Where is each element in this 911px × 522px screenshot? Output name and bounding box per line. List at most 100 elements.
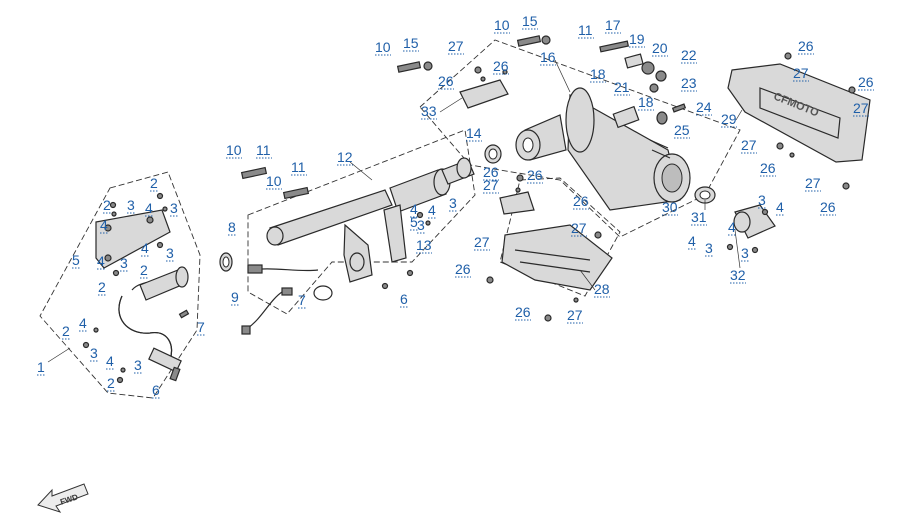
callout-number: 5 [72, 252, 80, 268]
callout-number: 26 [798, 38, 814, 54]
muffler-heat-shield [499, 191, 613, 291]
callout-number: 2 [140, 262, 148, 278]
callout-c22: 22 [681, 47, 697, 64]
callout-number: 3 [90, 345, 98, 361]
callout-c4i: 4 [688, 233, 696, 250]
callout-number: 1 [37, 359, 45, 375]
callout-c23: 23 [681, 75, 697, 92]
callout-number: 3 [134, 357, 142, 373]
callout-c17: 17 [605, 17, 621, 34]
callout-c21: 21 [614, 79, 630, 96]
callout-c4k: 4 [410, 201, 418, 218]
callout-number: 22 [681, 47, 697, 63]
callout-number: 2 [98, 279, 106, 295]
callout-number: 26 [573, 193, 589, 209]
callout-number: 4 [776, 199, 784, 215]
callout-c4b: 4 [100, 217, 108, 234]
callout-c26i: 26 [455, 261, 471, 278]
callout-c26a: 26 [438, 73, 454, 90]
callout-c4d: 4 [97, 253, 105, 270]
muffler-hardware [612, 53, 687, 159]
callout-c4h: 4 [776, 199, 784, 216]
callout-c26k: 26 [483, 164, 499, 181]
callout-number: 2 [150, 175, 158, 191]
callout-c26d: 26 [858, 74, 874, 91]
callout-c2b: 2 [103, 197, 111, 214]
callout-c3k: 3 [417, 217, 425, 234]
header-heat-shield [95, 209, 171, 269]
callout-c26j: 26 [515, 304, 531, 321]
callout-c19: 19 [629, 31, 645, 48]
callout-c2e: 2 [62, 323, 70, 340]
callout-number: 23 [681, 75, 697, 91]
callout-c27c: 27 [853, 100, 869, 117]
callout-number: 21 [614, 79, 630, 95]
callout-c30: 30 [662, 199, 678, 216]
callout-c5a: 5 [72, 252, 80, 269]
muffler-group-outline [419, 39, 741, 238]
callout-number: 27 [805, 175, 821, 191]
callout-c4a: 4 [145, 200, 153, 217]
callout-number: 26 [438, 73, 454, 89]
gasket-14 [484, 144, 502, 164]
callout-c15a: 15 [403, 35, 419, 52]
callout-c3i: 3 [705, 240, 713, 257]
callout-number: 4 [106, 353, 114, 369]
callout-c14: 14 [466, 125, 482, 142]
callout-c31: 31 [691, 209, 707, 226]
callout-c12: 12 [337, 149, 353, 166]
callout-number: 4 [428, 202, 436, 218]
callout-number: 26 [760, 160, 776, 176]
callout-number: 3 [166, 245, 174, 261]
callout-c10a: 10 [226, 142, 242, 159]
header-fasteners [82, 192, 190, 384]
callout-number: 4 [728, 219, 736, 235]
callout-number: 2 [103, 197, 111, 213]
callout-c6b: 6 [152, 382, 160, 399]
gasket-8 [219, 252, 233, 272]
callout-c13: 13 [416, 237, 432, 254]
muffler [515, 87, 691, 211]
callout-c9: 9 [231, 289, 239, 306]
callout-number: 15 [403, 35, 419, 51]
callout-number: 3 [705, 240, 713, 256]
callout-number: 3 [120, 255, 128, 271]
callout-number: 5 [410, 214, 418, 230]
front-exhaust-pipe [266, 157, 475, 283]
callout-c16: 16 [540, 49, 556, 66]
callout-number: 3 [741, 245, 749, 261]
callout-number: 7 [298, 292, 306, 308]
callout-c2f: 2 [107, 375, 115, 392]
callout-c18b: 18 [638, 94, 654, 111]
callout-c11a: 11 [256, 142, 272, 159]
callout-c27i: 27 [483, 177, 499, 194]
callout-number: 10 [494, 17, 510, 33]
leader-lines [47, 59, 743, 363]
callout-number: 3 [170, 200, 178, 216]
callout-c3b: 3 [170, 200, 178, 217]
callout-number: 28 [594, 281, 610, 297]
callout-number: 26 [483, 164, 499, 180]
callout-c24: 24 [696, 99, 712, 116]
callout-c3g: 3 [449, 195, 457, 212]
bracket-13 [383, 204, 407, 263]
callout-number: 19 [629, 31, 645, 47]
callout-c4f: 4 [106, 353, 114, 370]
callout-number: 10 [266, 173, 282, 189]
callout-number: 13 [416, 237, 432, 253]
callout-c3h: 3 [758, 192, 766, 209]
callout-number: 27 [483, 177, 499, 193]
callout-number: 8 [228, 219, 236, 235]
callout-number: 26 [820, 199, 836, 215]
callout-c7b: 7 [197, 319, 205, 336]
callout-number: 4 [410, 201, 418, 217]
callout-c29: 29 [721, 111, 737, 128]
callout-c3d: 3 [166, 245, 174, 262]
callout-c11b: 11 [291, 159, 307, 176]
callout-c28: 28 [594, 281, 610, 298]
callout-number: 6 [400, 291, 408, 307]
callout-number: 24 [696, 99, 712, 115]
callout-c32: 32 [730, 267, 746, 284]
callout-c27h: 27 [567, 307, 583, 324]
callout-c26g: 26 [527, 167, 543, 184]
